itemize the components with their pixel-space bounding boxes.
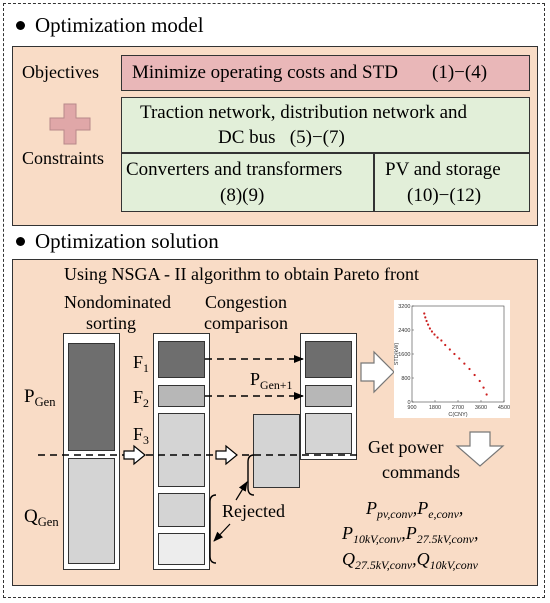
x-axis-label: C(CNY) (448, 412, 467, 418)
data-point (463, 362, 466, 365)
front-f2-block (158, 385, 205, 407)
data-point (428, 327, 431, 330)
converters-equation: (8)(9) (220, 185, 265, 206)
bullet-icon (16, 236, 25, 246)
congestion-label-line1: Congestion (205, 292, 288, 312)
front-f5-block (158, 533, 205, 565)
to-commands-arrow (455, 431, 505, 467)
data-point (430, 330, 434, 333)
data-point (478, 379, 481, 383)
converters-constraints-box: Converters and transformers (8)(9) (121, 153, 374, 212)
q-gen-block (68, 458, 115, 564)
command-line-3: Q27.5kV,conv,Q10kV,conv (342, 549, 478, 573)
y-tick-label: 1600 (398, 352, 410, 358)
nondominated-label-line2: sorting (86, 313, 137, 333)
data-point (448, 348, 451, 351)
data-point (440, 339, 443, 342)
y-tick-label: 2400 (398, 328, 410, 334)
network-line2: DC bus (5)−(7) (218, 127, 345, 148)
x-tick-label: 1800 (429, 405, 441, 411)
plus-icon (49, 103, 91, 145)
f2-label: F2 (133, 387, 149, 411)
get-power-line1: Get power (368, 437, 444, 457)
data-point (433, 333, 436, 336)
data-point (453, 352, 456, 356)
x-tick-label: 900 (407, 405, 416, 411)
data-point (424, 316, 427, 319)
to-pareto-arrow (360, 350, 395, 394)
front-f1-block (158, 341, 205, 378)
data-point (473, 373, 476, 377)
data-point (485, 393, 488, 396)
data-point (468, 367, 471, 371)
data-point (482, 386, 485, 389)
rejected-block (253, 414, 300, 488)
data-point (427, 323, 430, 326)
network-line1: Traction network, distribution network a… (140, 102, 468, 123)
pareto-front-chart: 900 1800 2700 3600 4500 0 800 1600 2400 3200C(CNY… (394, 300, 510, 418)
q-gen-label: QGen (24, 506, 59, 530)
outer-frame (3, 3, 545, 598)
data-point (425, 319, 428, 323)
front-f4-block (158, 493, 205, 527)
next-f2-block (305, 385, 352, 407)
pv-storage-line1: PV and storage (385, 159, 501, 180)
rejected-bracket-upper (247, 454, 255, 496)
constraints-label: Constraints (22, 148, 105, 168)
optimization-solution-title: Optimization solution (16, 229, 219, 254)
network-constraints-box: Traction network, distribution network a… (121, 97, 530, 153)
rejected-arrow-up (235, 481, 248, 501)
get-power-line2: commands (382, 462, 460, 482)
p-gen-block (68, 343, 115, 451)
command-line-2: P10kV,conv,P27.5kV,conv, (342, 523, 479, 547)
front-f3-block (158, 413, 205, 487)
compare-flow-arrow (215, 444, 238, 466)
p-gen-label: PGen (24, 386, 56, 410)
objectives-box: Minimize operating costs and STD (1)−(4) (121, 55, 530, 91)
y-axis-label: STD(kW) (394, 343, 400, 366)
x-tick-label: 2700 (452, 405, 464, 411)
x-tick-label: 4500 (498, 405, 510, 411)
pv-storage-constraints-box: PV and storage (10)−(12) (374, 153, 530, 212)
data-point (436, 336, 439, 339)
y-tick-label: 800 (401, 376, 410, 382)
f1-label: F1 (133, 352, 149, 376)
pv-storage-equation: (10)−(12) (407, 185, 482, 206)
next-f1-block (305, 341, 352, 378)
optimization-model-title: Optimization model (16, 13, 204, 38)
y-tick-label: 0 (407, 400, 410, 406)
bullet-icon (16, 20, 25, 30)
rejected-bracket (209, 494, 217, 564)
nsga-description: Using NSGA - II algorithm to obtain Pare… (64, 264, 419, 284)
data-point (458, 357, 461, 360)
sort-flow-arrow (123, 444, 146, 466)
congestion-label-line2: comparison (204, 313, 288, 333)
data-point (444, 343, 447, 347)
plot-area (411, 305, 505, 403)
y-tick-label: 3200 (398, 304, 410, 310)
next-f3-block (305, 413, 352, 454)
converters-line1: Converters and transformers (126, 159, 343, 180)
rejected-arrow-down (213, 523, 231, 542)
objectives-label: Objectives (22, 62, 99, 82)
nondominated-label-line1: Nondominated (64, 292, 171, 312)
network-equation: (5)−(7) (289, 127, 345, 148)
objectives-text: Minimize operating costs and STD (132, 62, 398, 83)
command-line-1: Ppv,conv,Pe,conv, (366, 498, 464, 522)
x-tick-label: 3600 (475, 405, 487, 411)
p-gen-plus-1-label: PGen+1 (250, 369, 293, 393)
data-point (423, 312, 426, 315)
objectives-equation: (1)−(4) (432, 62, 488, 83)
rejected-label: Rejected (222, 501, 285, 521)
f3-label: F3 (133, 424, 149, 448)
